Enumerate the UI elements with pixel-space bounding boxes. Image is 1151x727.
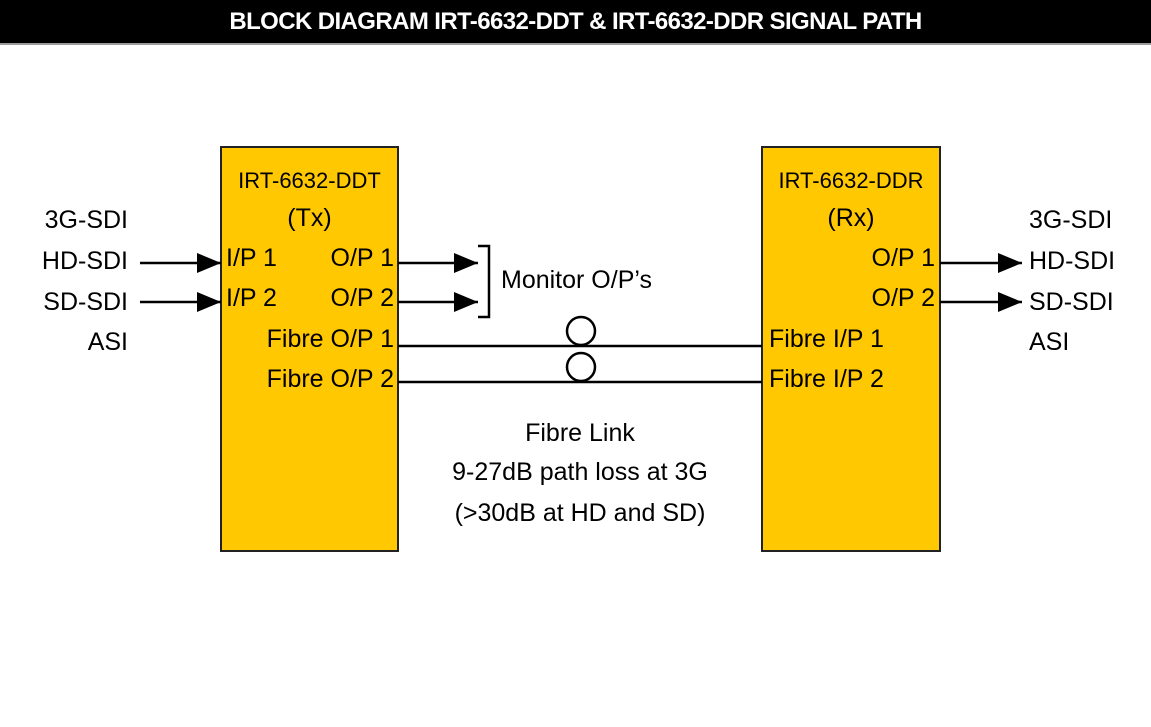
left-signal-3g-sdi: 3G-SDI <box>44 206 128 234</box>
tx-block-name: IRT-6632-DDT <box>238 168 381 193</box>
left-signal-sd-sdi: SD-SDI <box>43 288 128 316</box>
right-signal-asi: ASI <box>1029 328 1070 356</box>
diagram-title: BLOCK DIAGRAM IRT-6632-DDT & IRT-6632-DD… <box>229 8 922 35</box>
tx-block <box>220 146 399 552</box>
fibre-link-loss-hd-sd: (>30dB at HD and SD) <box>454 499 706 527</box>
rx-block-role: (Rx) <box>827 204 875 232</box>
tx-output-2: O/P 2 <box>330 284 394 312</box>
rx-block <box>761 146 941 552</box>
monitor-bracket <box>478 244 491 319</box>
tx-block-role: (Tx) <box>287 204 332 232</box>
tx-input-2: I/P 2 <box>226 284 277 312</box>
fibre-link-title: Fibre Link <box>525 419 635 447</box>
title-bar: BLOCK DIAGRAM IRT-6632-DDT & IRT-6632-DD… <box>0 0 1151 45</box>
right-signal-3g-sdi: 3G-SDI <box>1029 206 1113 234</box>
fibre-coil-icon-2 <box>565 351 597 383</box>
rx-output-1: O/P 1 <box>871 244 935 272</box>
tx-input-1: I/P 1 <box>226 244 277 272</box>
tx-fibre-output-2: Fibre O/P 2 <box>266 365 394 393</box>
left-signal-hd-sdi: HD-SDI <box>41 247 128 275</box>
right-signal-sd-sdi: SD-SDI <box>1029 288 1114 316</box>
tx-output-1: O/P 1 <box>330 244 394 272</box>
fibre-link-loss-3g: 9-27dB path loss at 3G <box>452 458 708 486</box>
fibre-coil-icon-1 <box>565 315 597 347</box>
rx-fibre-input-1: Fibre I/P 1 <box>769 325 884 353</box>
rx-fibre-input-2: Fibre I/P 2 <box>769 365 884 393</box>
right-signal-hd-sdi: HD-SDI <box>1029 247 1116 275</box>
rx-block-name: IRT-6632-DDR <box>778 168 924 193</box>
monitor-outputs-label: Monitor O/P’s <box>501 266 652 294</box>
tx-fibre-output-1: Fibre O/P 1 <box>266 325 394 353</box>
left-signal-asi: ASI <box>87 328 128 356</box>
rx-output-2: O/P 2 <box>871 284 935 312</box>
